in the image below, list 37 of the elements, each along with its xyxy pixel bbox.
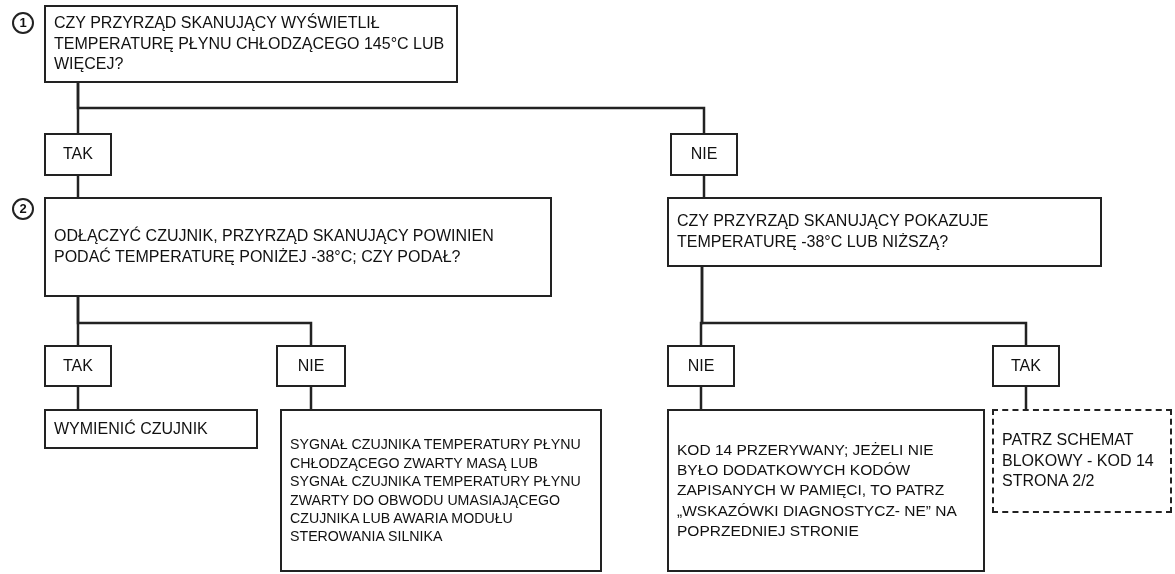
connector-line	[702, 176, 706, 197]
process-box	[667, 409, 985, 572]
process-box	[44, 5, 458, 83]
node-text: CZY PRZYRZĄD SKANUJĄCY POKAZUJE TEMPERATURĘ -38°C LUB NIŻSZĄ?	[677, 211, 990, 252]
node-text: KOD 14 PRZERYWANY; JEŻELI NIE BYŁO DODATKOWYCH KODÓW ZAPISANYCH W PAMIĘCI, TO PATRZ „WSKAZÓWKI DIAGNOSTYCZ- NE” NA POPRZEDNIEJ STRONIE	[677, 440, 958, 541]
node-text: WYMIENIĆ CZUJNIK	[54, 418, 208, 439]
process-box	[44, 197, 552, 297]
connector-line	[76, 83, 706, 133]
connector-line	[76, 176, 80, 197]
node-text: NIE	[687, 355, 715, 376]
node-text: TAK	[63, 355, 93, 376]
node-text: TAK	[63, 144, 93, 165]
node-text: NIE	[690, 144, 718, 165]
process-box	[44, 409, 258, 449]
node-text: TAK	[1011, 355, 1041, 376]
node-text: ODŁĄCZYĆ CZUJNIK, PRZYRZĄD SKANUJĄCY POWINIEN PODAĆ TEMPERATURĘ PONIŻEJ -38°C; CZY PODAŁ?	[54, 226, 495, 267]
node-text: NIE	[297, 355, 325, 376]
step-number: 2	[12, 198, 34, 220]
node-text: PATRZ SCHEMAT BLOKOWY - KOD 14 STRONA 2/2	[1002, 429, 1155, 492]
answer-box	[44, 133, 112, 176]
node-text: SYGNAŁ CZUJNIKA TEMPERATURY PŁYNU CHŁODZĄCEGO ZWARTY MASĄ LUB SYGNAŁ CZUJNIKA TEMPERATURY PŁYNU ZWARTY DO OBWODU UMASIAJĄCEGO CZUJNIKA LUB AWARIA MODUŁU STEROWANIA SILNIKA	[290, 435, 582, 546]
step-number: 1	[12, 12, 34, 34]
answer-box	[276, 345, 346, 387]
answer-box	[44, 345, 112, 387]
node-text: CZY PRZYRZĄD SKANUJĄCY WYŚWIETLIŁ TEMPERATURĘ PŁYNU CHŁODZĄCEGO 145°C LUB WIĘCEJ?	[54, 12, 446, 75]
connector-line	[309, 387, 313, 409]
connector-line	[76, 297, 313, 345]
connector-line	[1024, 387, 1028, 409]
connector-line	[700, 267, 1028, 345]
connector-line	[76, 387, 80, 409]
answer-box	[667, 345, 735, 387]
answer-box	[992, 345, 1060, 387]
answer-box	[670, 133, 738, 176]
process-box	[280, 409, 602, 572]
reference-box	[992, 409, 1172, 513]
connector-line	[699, 387, 703, 409]
process-box	[667, 197, 1102, 267]
